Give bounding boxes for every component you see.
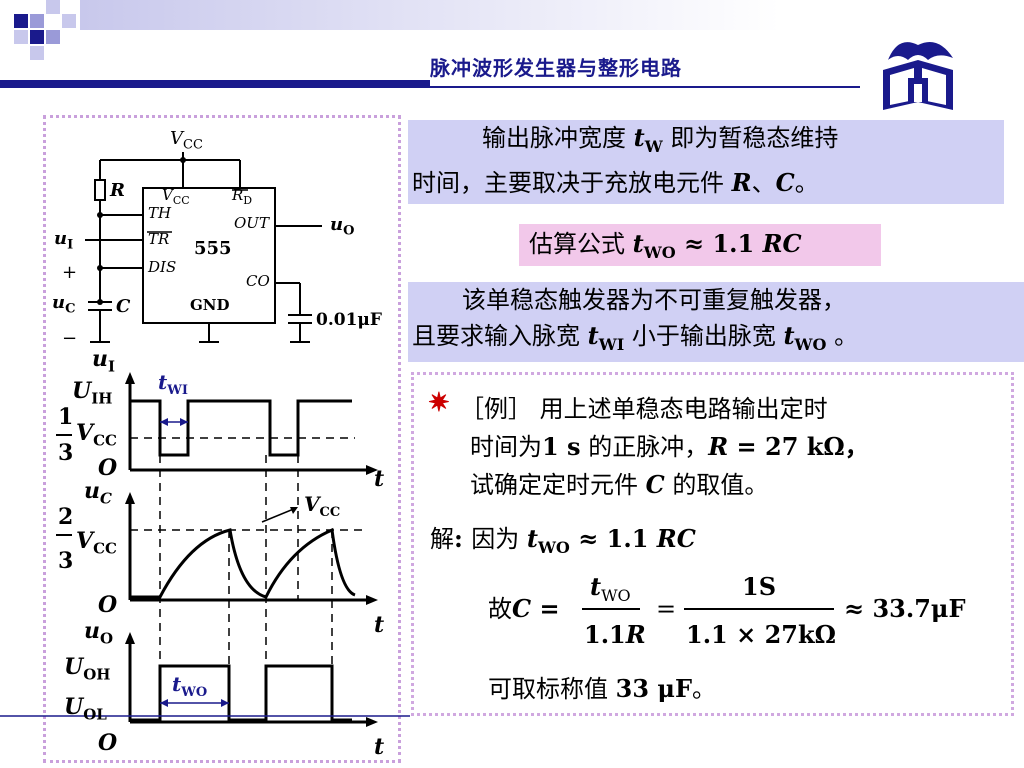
chip-name: 555 [194, 238, 232, 259]
header-line [0, 86, 860, 88]
university-crest-icon [868, 30, 968, 120]
chip-gnd-label: GND [190, 296, 230, 314]
uc-t-label: t [374, 612, 385, 638]
star-icon: ✷ [428, 388, 450, 418]
final-answer: 可取标称值 33 μF。 [488, 674, 716, 703]
third-num: 1 [58, 404, 74, 430]
chip-co-label: CO [246, 272, 270, 290]
chip-vcc-label: VCC [162, 186, 190, 207]
uo-axis-label: uO [84, 618, 114, 648]
vcc-label: VCC [170, 128, 203, 153]
uoh-label: UOH [64, 654, 111, 684]
capacitor-label: C [116, 296, 131, 317]
solution-line: 解: 因为 tWO ≈ 1.1 RC [430, 524, 696, 557]
chip-tr-label: TR [148, 230, 170, 248]
fraction2-num: 1S [742, 572, 777, 601]
figure-panel [43, 115, 401, 763]
equals2: = [656, 595, 677, 623]
input-label: uI [54, 228, 74, 253]
example-panel [411, 372, 1014, 716]
chip-dis-label: DIS [148, 258, 177, 276]
third-den: 3 [58, 440, 74, 466]
two-num: 2 [58, 504, 74, 530]
chip-out-label: OUT [234, 214, 269, 232]
fraction2-line [684, 608, 834, 610]
resistor-label: R [110, 180, 125, 201]
header-decoration [0, 0, 90, 60]
uc-label: uC [52, 292, 76, 317]
uol-label: UOL [64, 694, 107, 724]
fraction1-line [582, 608, 640, 610]
chip-th-label: TH [148, 204, 172, 222]
ui-origin: O [98, 455, 118, 481]
third-fraction-line [56, 434, 72, 436]
header-bar [0, 80, 430, 86]
fraction1-num: tWO [590, 572, 631, 605]
example-line1: ［例］ 用上述单稳态电路输出定时 [460, 395, 828, 423]
uo-t-label: t [374, 734, 385, 760]
output-width-note: 输出脉冲宽度 tW 即为暂稳态维持 时间，主要取决于充放电元件 R、C。 [408, 120, 1004, 204]
third-vcc: VCC [76, 420, 117, 450]
ui-axis-label: uI [92, 346, 116, 376]
uc-axis-label: uC [84, 478, 112, 508]
minus-label: − [62, 328, 78, 349]
uc-origin: O [98, 592, 118, 618]
chip-rd-label: RD [232, 186, 253, 207]
ui-t-label: t [374, 466, 385, 492]
retrigger-note: 该单稳态触发器为不可重复触发器， 且要求输入脉宽 tWI 小于输出脉宽 tWO … [408, 282, 1024, 362]
example-line3: 试确定定时元件 C 的取值。 [470, 470, 769, 499]
solution-gu: 故C = [488, 594, 560, 623]
two-fraction-line [56, 534, 72, 536]
uc-vcc-label: VCC [304, 492, 341, 520]
uih-label: UIH [72, 378, 113, 408]
formula-box: 估算公式 tWO ≈ 1.1 RC [519, 224, 881, 266]
example-line2: 时间为1 s 的正脉冲，R = 27 kΩ， [470, 432, 869, 461]
uo-origin: O [98, 730, 118, 756]
header-gradient [80, 0, 780, 30]
plus-label: + [62, 262, 78, 283]
output-label: uO [330, 214, 355, 239]
two-den: 3 [58, 548, 74, 574]
two-vcc: VCC [76, 528, 117, 558]
page-title: 脉冲波形发生器与整形电路 [430, 56, 682, 80]
fraction1-den: 1.1R [584, 620, 646, 649]
twi-label: tWI [158, 370, 188, 398]
fraction2-den: 1.1 × 27kΩ [686, 620, 836, 649]
two-label: tWO [172, 672, 208, 700]
result-value: ≈ 33.7μF [844, 594, 966, 623]
co-cap-label: 0.01μF [316, 310, 382, 330]
